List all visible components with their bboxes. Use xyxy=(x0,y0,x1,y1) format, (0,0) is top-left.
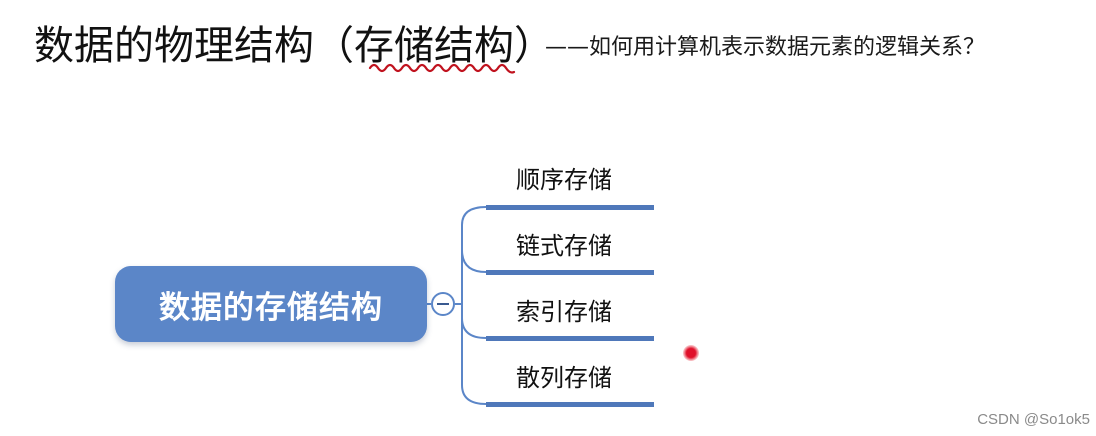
branch-label-sequential[interactable]: 顺序存储 xyxy=(516,166,612,194)
branch-label-linked[interactable]: 链式存储 xyxy=(516,232,612,260)
root-node-label: 数据的存储结构 xyxy=(159,289,383,326)
mindmap-root-node[interactable]: 数据的存储结构 xyxy=(115,266,427,342)
pointer-dot-icon xyxy=(683,345,699,361)
branch-bar-sequential xyxy=(486,205,654,210)
title-highlight-text: 存储结构 xyxy=(354,23,514,69)
red-squiggle-underline xyxy=(368,63,516,74)
minus-glyph xyxy=(437,303,449,305)
title-main: 数据的物理结构 xyxy=(34,23,314,69)
title-paren-open: （ xyxy=(314,23,354,69)
branch-label-indexed[interactable]: 索引存储 xyxy=(516,298,612,326)
title-paren-close: ） xyxy=(514,23,554,69)
branch-label-hashed[interactable]: 散列存储 xyxy=(516,364,612,392)
branch-bar-hashed xyxy=(486,402,654,407)
page-title: 数据的物理结构（存储结构） xyxy=(34,22,554,74)
branch-bar-linked xyxy=(486,270,654,275)
subtitle: ——如何用计算机表示数据元素的逻辑关系？ xyxy=(545,35,986,60)
title-highlight: 存储结构 xyxy=(354,22,516,74)
watermark: CSDN @So1ok5 xyxy=(977,411,1090,428)
branch-bar-indexed xyxy=(486,336,654,341)
collapse-minus-icon[interactable] xyxy=(431,292,455,316)
